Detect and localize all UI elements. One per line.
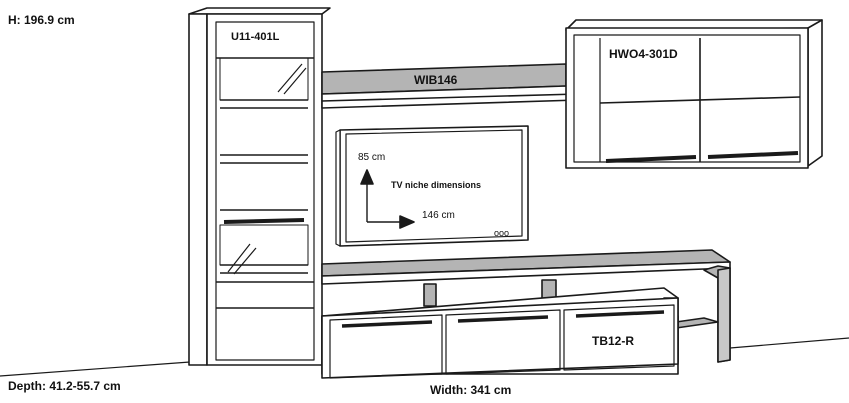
tv	[335, 125, 529, 247]
tall-cabinet-top	[188, 7, 331, 15]
wall-cabinet-label: HWO4-301D	[609, 47, 678, 61]
niche-height-label: 85 cm	[358, 152, 386, 163]
cabinet-side-line	[215, 108, 315, 308]
door-handle	[605, 155, 697, 163]
niche-title: TV niche dimensions	[391, 180, 482, 190]
wall-shelf	[321, 63, 579, 109]
wall-cabinet-right	[807, 19, 823, 167]
niche-width-label: 146 cm	[422, 210, 455, 221]
drawer-front	[445, 309, 561, 375]
wall-shelf-label: WIB146	[414, 73, 458, 87]
tv-power-dots: ooo	[494, 228, 510, 238]
drawer-handle	[457, 315, 549, 323]
wall-cabinet	[565, 19, 823, 169]
wall-shelf-edge	[321, 93, 579, 102]
shelf-handle	[223, 218, 305, 224]
niche-width-arrowhead	[399, 215, 415, 229]
glass-reflection	[227, 243, 257, 275]
tall-cabinet	[188, 7, 331, 366]
tv-bench	[321, 287, 679, 379]
tall-cabinet-side	[188, 13, 208, 366]
tall-cabinet-label: U11-401L	[231, 31, 280, 43]
floor-line-left	[0, 361, 191, 377]
tv-bench-label: TB12-R	[592, 334, 635, 348]
drawer-front	[563, 304, 675, 371]
width-dimension: Width: 341 cm	[430, 383, 512, 397]
drawer-front	[329, 314, 443, 379]
shelf-line	[220, 154, 308, 164]
support-block	[423, 283, 437, 307]
door-divider	[599, 96, 801, 104]
floor-line-right	[729, 337, 849, 349]
bench-right-leg-front	[717, 267, 731, 363]
drawer-handle	[341, 320, 433, 328]
glass-reflection	[277, 63, 307, 95]
lower-glass-door	[219, 224, 309, 266]
niche-height-arrowhead	[360, 169, 374, 185]
tv-bench-upper	[321, 249, 731, 363]
drawer-handle	[575, 310, 665, 318]
tall-cabinet-inner	[215, 21, 315, 361]
tv-screen	[345, 129, 523, 243]
bench-lower-shelf	[675, 317, 719, 329]
door-handle	[707, 151, 799, 159]
bench-body-front-shape	[321, 297, 679, 379]
upper-glass-door	[219, 57, 309, 101]
tv-side	[335, 129, 341, 247]
height-dimension: H: 196.9 cm	[8, 13, 75, 27]
depth-dimension: Depth: 41.2-55.7 cm	[8, 379, 121, 393]
